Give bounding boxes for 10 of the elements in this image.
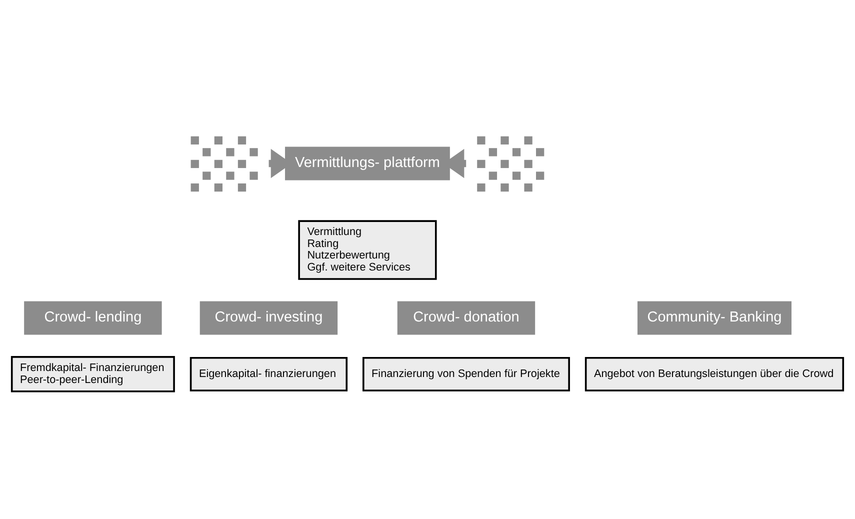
- node-box: Fremdkapital- Finanzierungen Peer-to-peer-Lending: [10, 356, 175, 392]
- node-box: Community- Banking: [637, 300, 792, 334]
- node-box: Angebot von Beratungsleistungen über die Crowd: [584, 356, 844, 391]
- node-box: Vermittlung Rating Nutzerbewertung Ggf. weitere Services: [298, 220, 437, 280]
- node-box: Eigenkapital- finanzierungen: [190, 356, 348, 391]
- node-box: Crowd- lending: [24, 300, 162, 334]
- node-box: Crowd- donation: [397, 300, 536, 334]
- node-box: Crowd- investing: [200, 300, 338, 334]
- node-box: Vermittlungs- plattform: [285, 146, 450, 180]
- node-box: Finanzierung von Spenden für Projekte: [362, 356, 570, 391]
